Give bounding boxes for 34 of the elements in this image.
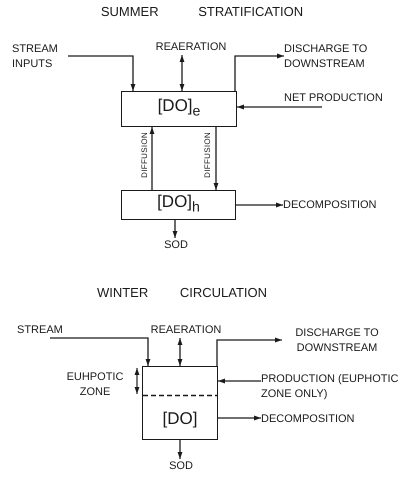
arrow	[178, 338, 182, 366]
arrow	[150, 127, 154, 190]
flow-label: NET PRODUCTION	[284, 91, 408, 107]
flow-label: DECOMPOSITION	[283, 198, 395, 213]
compartment-box: [DO]$_{h}$	[121, 190, 236, 220]
flow-label: PRODUCTION (EUPHOTIC ZONE ONLY)	[261, 372, 416, 402]
flow-label: SOD	[166, 459, 196, 474]
zone-label: EUHPOTIC ZONE	[66, 370, 124, 400]
arrow	[237, 104, 322, 110]
flow-label: REAERATION	[141, 323, 231, 338]
flow-label: STREAM	[17, 323, 77, 338]
section-heading: WINTER CIRCULATION	[96, 285, 268, 300]
compartment-box: [DO]$_{e}$	[121, 91, 237, 127]
arrow	[50, 337, 150, 366]
arrow	[68, 55, 136, 91]
arrow	[214, 127, 218, 190]
arrow	[172, 220, 178, 238]
arrow	[216, 338, 282, 366]
flow-label: SOD	[161, 238, 191, 253]
arrow	[234, 54, 284, 91]
flow-label: STREAM INPUTS	[12, 42, 68, 72]
edge-label: DIFFUSION	[203, 132, 212, 178]
flow-label: DISCHARGE TO DOWNSTREAM	[284, 42, 394, 72]
edge-label: DIFFUSION	[140, 132, 149, 178]
arrow	[236, 202, 283, 208]
flow-label: DISCHARGE TO DOWNSTREAM	[282, 326, 392, 356]
compartment-box: [DO]	[142, 366, 218, 440]
arrow	[180, 55, 184, 91]
arrow	[218, 378, 261, 384]
arrow	[178, 440, 182, 459]
section-heading: SUMMER STRATIFICATION	[100, 4, 304, 19]
arrow	[218, 416, 261, 420]
flow-label: REAERATION	[146, 40, 236, 55]
flow-label: DECOMPOSITION	[261, 412, 373, 427]
